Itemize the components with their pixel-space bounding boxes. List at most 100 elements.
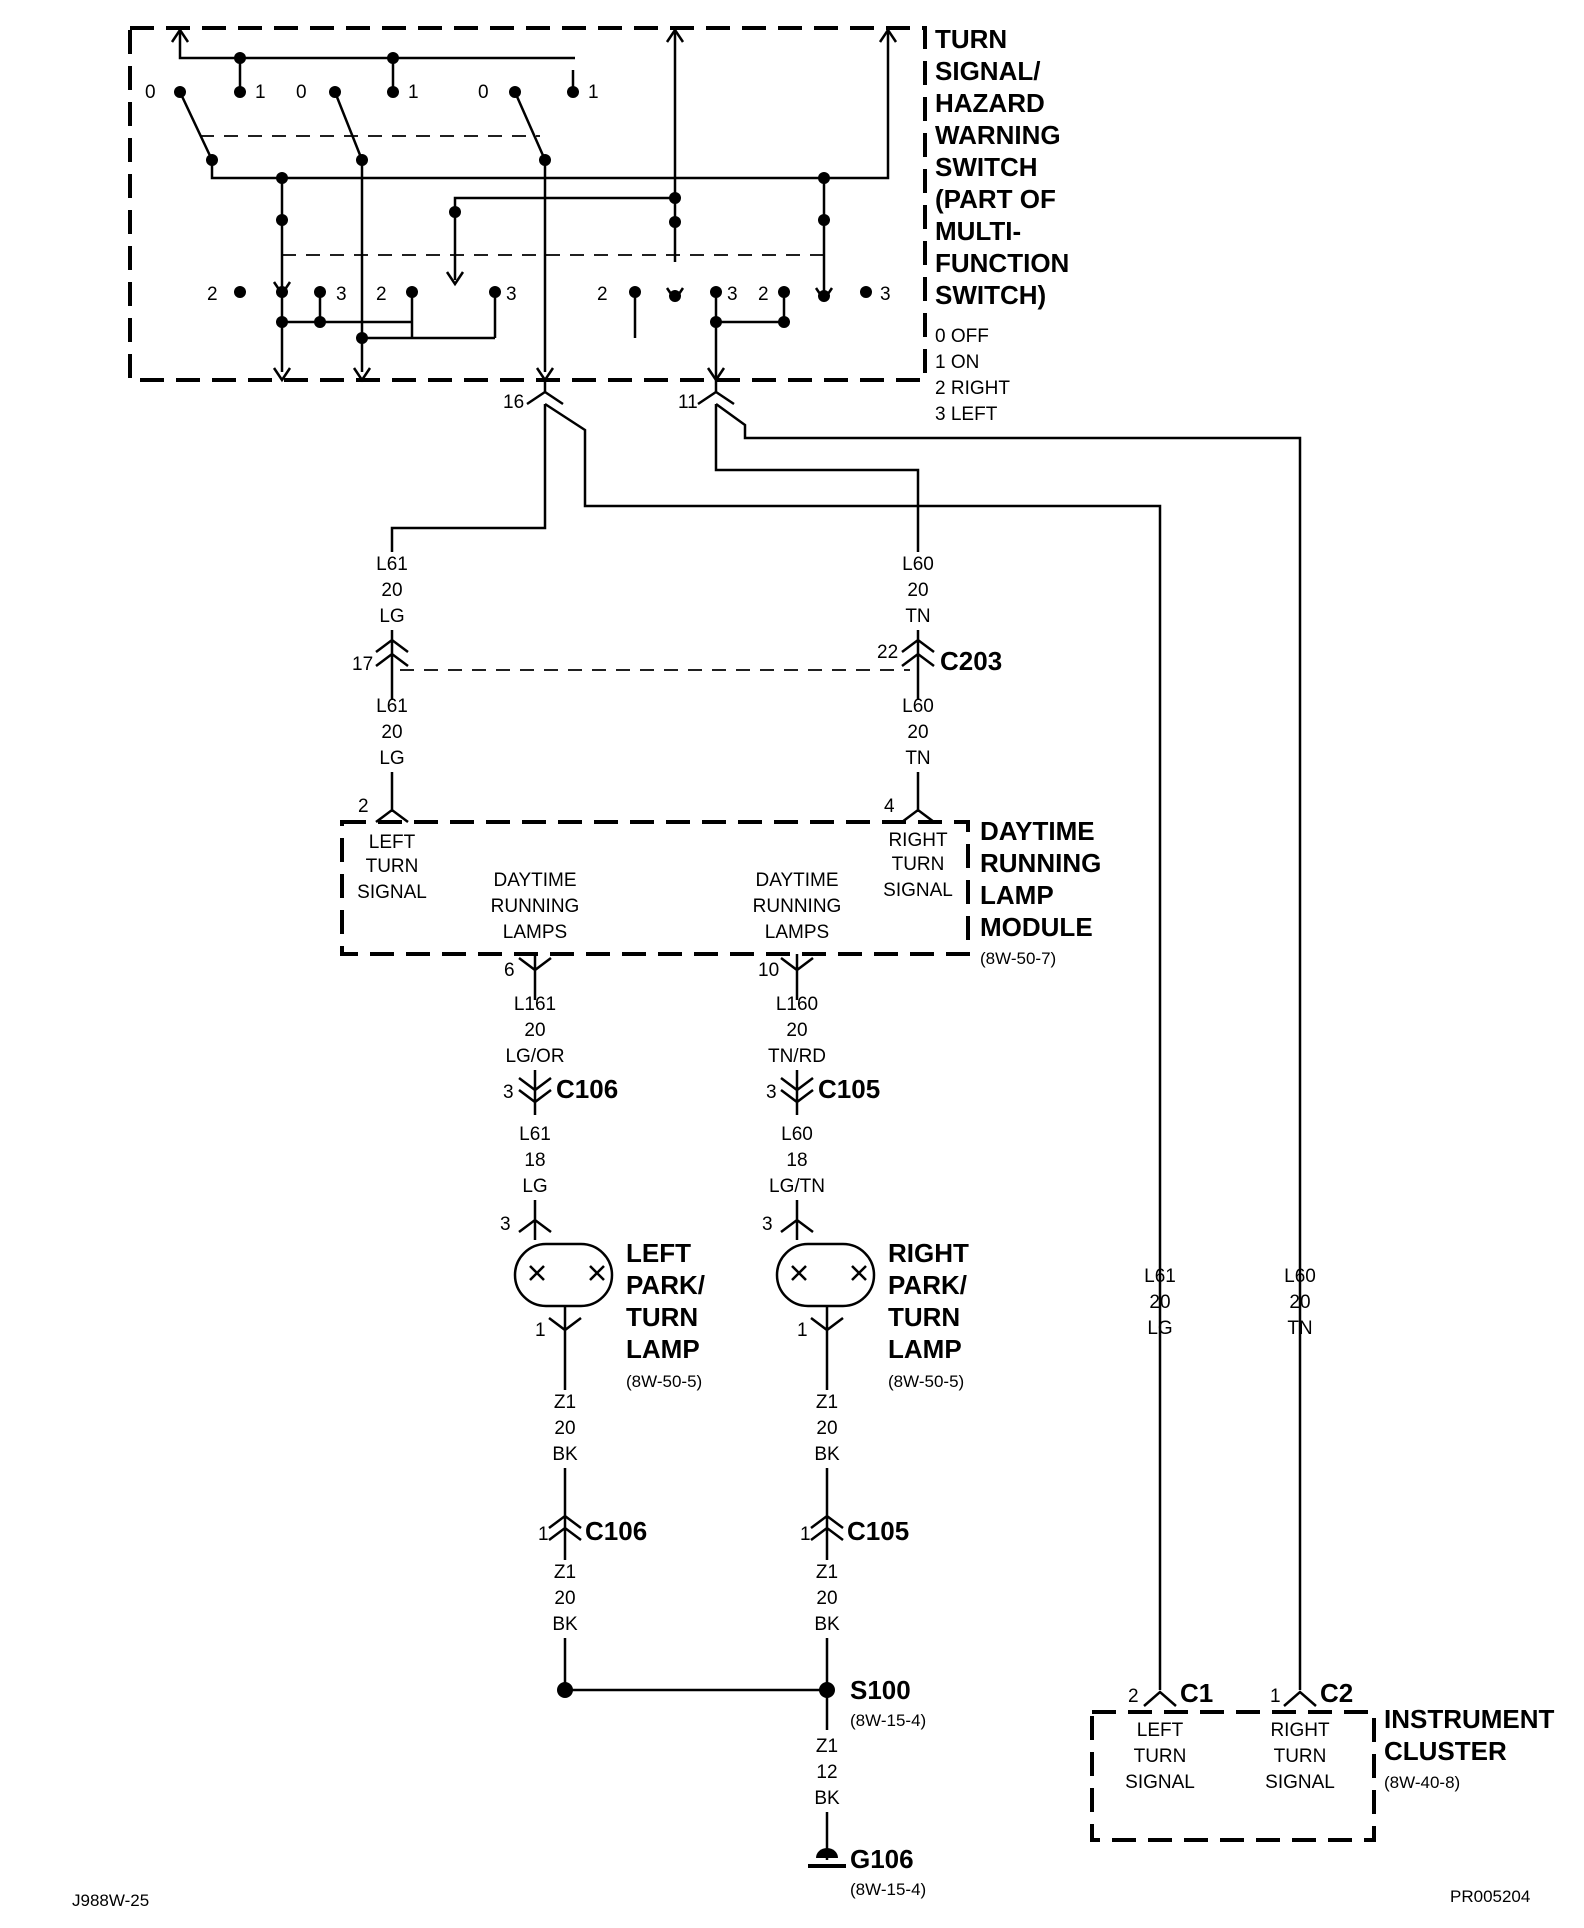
switch-legend: 1 ON xyxy=(935,352,979,373)
lamp-left-title: PARK/ xyxy=(626,1270,705,1300)
c203-pin-22: 22 xyxy=(877,642,898,663)
switch-title: TURN xyxy=(935,24,1007,54)
wire-label: L161 xyxy=(514,994,556,1015)
cluster-ref: (8W-40-8) xyxy=(1384,1773,1460,1792)
switch-wiring xyxy=(390,402,1302,1690)
wire-label: 20 xyxy=(786,1020,807,1041)
c105-bottom-pin: 1 xyxy=(800,1524,811,1545)
drl-title: LAMP xyxy=(980,880,1054,910)
wire-label: LG xyxy=(379,748,404,769)
drl-left-input-label: TURN xyxy=(366,856,419,877)
contact-label: 1 xyxy=(588,82,599,103)
cluster-right-label: RIGHT xyxy=(1270,1720,1330,1741)
wire-label: LG xyxy=(379,606,404,627)
lamp-left-pin-out: 1 xyxy=(535,1320,546,1341)
lamp-right-ref: (8W-50-5) xyxy=(888,1372,964,1391)
switch-title: SWITCH) xyxy=(935,280,1046,310)
switch-boundary xyxy=(128,26,927,382)
wire-label: Z1 xyxy=(816,1562,838,1583)
wire-label: 20 xyxy=(1149,1292,1170,1313)
c106-bottom-pin: 1 xyxy=(538,1524,549,1545)
drl-title: DAYTIME xyxy=(980,816,1095,846)
wire-label: L60 xyxy=(902,696,934,717)
connector-c105-top: 3 C105 xyxy=(766,1070,880,1115)
drl-left-output-label: DAYTIME xyxy=(493,870,576,891)
c105-bottom-label: C105 xyxy=(847,1516,909,1546)
contact-label: 2 xyxy=(597,284,608,305)
wire-label: L61 xyxy=(519,1124,551,1145)
ground-label: G106 xyxy=(850,1844,914,1874)
wire-label: 20 xyxy=(907,580,928,601)
wire-label: Z1 xyxy=(554,1562,576,1583)
switch-output-connectors: 16 11 xyxy=(503,380,735,413)
wire-label: L61 xyxy=(376,554,408,575)
wire-label: L60 xyxy=(902,554,934,575)
wire-label: LG xyxy=(1147,1318,1172,1339)
cluster-c2-label: C2 xyxy=(1320,1678,1353,1708)
cluster-left-label: LEFT xyxy=(1137,1720,1184,1741)
contact-label: 2 xyxy=(207,284,218,305)
drl-pin-4: 4 xyxy=(884,796,895,817)
drl-ref: (8W-50-7) xyxy=(980,949,1056,968)
c106-pin: 3 xyxy=(503,1082,514,1103)
lamp-right-title: RIGHT xyxy=(888,1238,969,1268)
wire-label: LG/OR xyxy=(505,1046,564,1067)
switch-title: SWITCH xyxy=(935,152,1038,182)
cluster-left-label: TURN xyxy=(1134,1746,1187,1767)
drl-right-output-label: DAYTIME xyxy=(755,870,838,891)
wire-label: 20 xyxy=(1289,1292,1310,1313)
wire-label: L61 xyxy=(1144,1266,1176,1287)
instrument-cluster: 2 C1 1 C2 LEFT TURN SIGNAL RIGHT TURN SI… xyxy=(1090,1678,1555,1842)
splice-label: S100 xyxy=(850,1675,911,1705)
connector-c106-top: 3 C106 xyxy=(503,1070,618,1115)
contact-label: 0 xyxy=(478,82,489,103)
wire-label: 12 xyxy=(816,1762,837,1783)
right-park-turn-lamp: RIGHT PARK/ TURN LAMP (8W-50-5) xyxy=(775,1238,969,1391)
contact-label: 3 xyxy=(880,284,891,305)
daytime-running-lamp-module: LEFT TURN SIGNAL RIGHT TURN SIGNAL DAYTI… xyxy=(340,816,1101,968)
ground-ref: (8W-15-4) xyxy=(850,1880,926,1899)
c106-bottom-label: C106 xyxy=(585,1516,647,1546)
wire-label: 20 xyxy=(816,1588,837,1609)
contact-label: 1 xyxy=(408,82,419,103)
lamp-left-ref: (8W-50-5) xyxy=(626,1372,702,1391)
c105-label: C105 xyxy=(818,1074,880,1104)
ground-icon xyxy=(816,1848,838,1858)
switch-title: WARNING xyxy=(935,120,1061,150)
wire-label: 20 xyxy=(554,1588,575,1609)
splice-ref: (8W-15-4) xyxy=(850,1711,926,1730)
lamp-right-title: LAMP xyxy=(888,1334,962,1364)
lamp-left-pin-in: 3 xyxy=(500,1214,511,1235)
drl-right-output-label: LAMPS xyxy=(765,922,829,943)
wire-label: LG/TN xyxy=(769,1176,825,1197)
wire-label: L60 xyxy=(1284,1266,1316,1287)
c203-label: C203 xyxy=(940,646,1002,676)
wire-label: TN xyxy=(1287,1318,1312,1339)
wire-label: L160 xyxy=(776,994,818,1015)
wire-label: L60 xyxy=(781,1124,813,1145)
drl-left-output-label: LAMPS xyxy=(503,922,567,943)
cluster-right-label: SIGNAL xyxy=(1265,1772,1335,1793)
cluster-title: INSTRUMENT xyxy=(1384,1704,1555,1734)
ground-g106: G106 (8W-15-4) xyxy=(808,1812,926,1899)
wire-label: 20 xyxy=(907,722,928,743)
c106-label: C106 xyxy=(556,1074,618,1104)
drl-right-input-label: TURN xyxy=(892,854,945,875)
wire-label: BK xyxy=(552,1614,578,1635)
wire-label: 20 xyxy=(524,1020,545,1041)
wire-label: BK xyxy=(814,1444,840,1465)
connector-c105-bottom: 1 C105 xyxy=(800,1468,909,1560)
wire-label: LG xyxy=(522,1176,547,1197)
cluster-title: CLUSTER xyxy=(1384,1736,1507,1766)
wire-label: TN/RD xyxy=(768,1046,826,1067)
switch-title: SIGNAL/ xyxy=(935,56,1040,86)
lamp-left-title: LEFT xyxy=(626,1238,691,1268)
splice-s100: S100 (8W-15-4) xyxy=(557,1638,926,1730)
lamp-right-title: TURN xyxy=(888,1302,960,1332)
drl-pin-2: 2 xyxy=(358,796,369,817)
cluster-c1-label: C1 xyxy=(1180,1678,1213,1708)
cluster-left-label: SIGNAL xyxy=(1125,1772,1195,1793)
wire-label: 18 xyxy=(524,1150,545,1171)
